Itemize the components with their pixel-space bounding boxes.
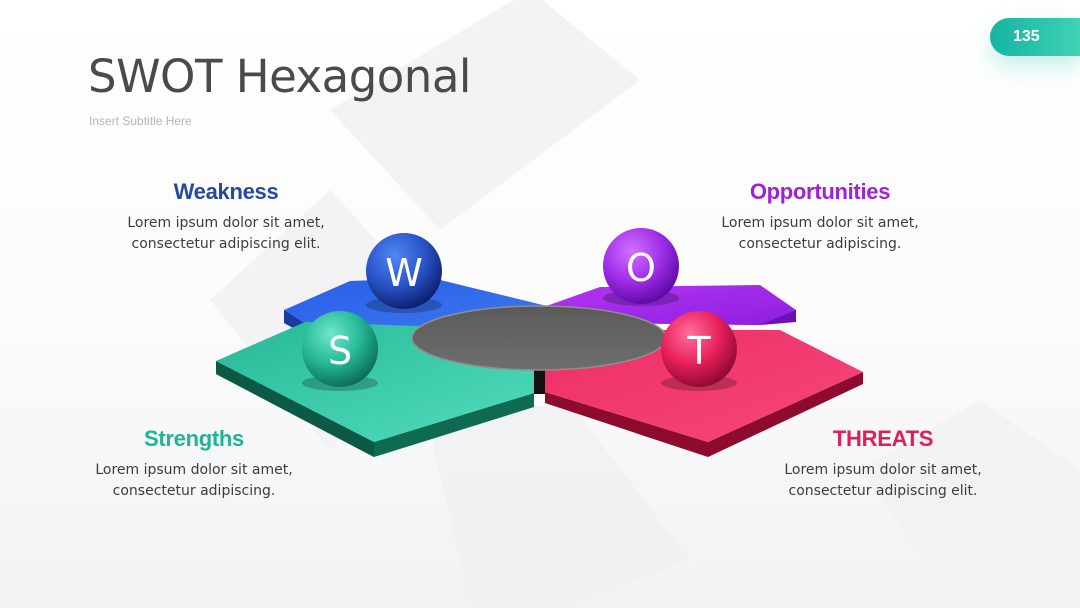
o-sphere: O [603, 228, 679, 304]
weakness-block: Weakness Lorem ipsum dolor sit amet, con… [106, 179, 346, 255]
threats-block: THREATS Lorem ipsum dolor sit amet, cons… [763, 426, 1003, 502]
opportunities-block: Opportunities Lorem ipsum dolor sit amet… [700, 179, 940, 255]
center-disc [411, 305, 667, 371]
page-number-badge: 135 [990, 18, 1080, 56]
page-number: 135 [1013, 28, 1040, 45]
opportunities-body-line-1: Lorem ipsum dolor sit amet, [721, 215, 919, 232]
weakness-body: Lorem ipsum dolor sit amet, consectetur … [106, 213, 346, 255]
threats-body-line-2: consectetur adipiscing elit. [788, 483, 978, 500]
s-sphere: S [302, 311, 378, 387]
slide-title: SWOT Hexagonal [88, 50, 471, 103]
s-letter: S [328, 329, 352, 373]
threats-heading: THREATS [832, 426, 934, 451]
strengths-body: Lorem ipsum dolor sit amet, consectetur … [74, 460, 314, 502]
opportunities-body: Lorem ipsum dolor sit amet, consectetur … [700, 213, 940, 255]
strengths-heading: Strengths [144, 426, 244, 451]
t-letter: T [686, 329, 711, 373]
w-sphere: W [366, 233, 442, 309]
strengths-body-line-1: Lorem ipsum dolor sit amet, [95, 462, 293, 479]
threats-body: Lorem ipsum dolor sit amet, consectetur … [763, 460, 1003, 502]
w-letter: W [385, 251, 423, 295]
weakness-heading: Weakness [173, 179, 279, 204]
center-post [534, 366, 545, 394]
t-sphere: T [661, 311, 737, 387]
opportunities-heading: Opportunities [749, 179, 891, 204]
weakness-body-line-1: Lorem ipsum dolor sit amet, [127, 215, 325, 232]
opportunities-body-line-2: consectetur adipiscing. [738, 236, 902, 253]
center-post-highlight [534, 394, 545, 406]
strengths-block: Strengths Lorem ipsum dolor sit amet, co… [74, 426, 314, 502]
o-letter: O [626, 246, 656, 290]
slide-subtitle: Insert Subtitle Here [89, 114, 192, 128]
threats-body-line-1: Lorem ipsum dolor sit amet, [784, 462, 982, 479]
strengths-body-line-2: consectetur adipiscing. [112, 483, 276, 500]
weakness-body-line-2: consectetur adipiscing elit. [131, 236, 321, 253]
